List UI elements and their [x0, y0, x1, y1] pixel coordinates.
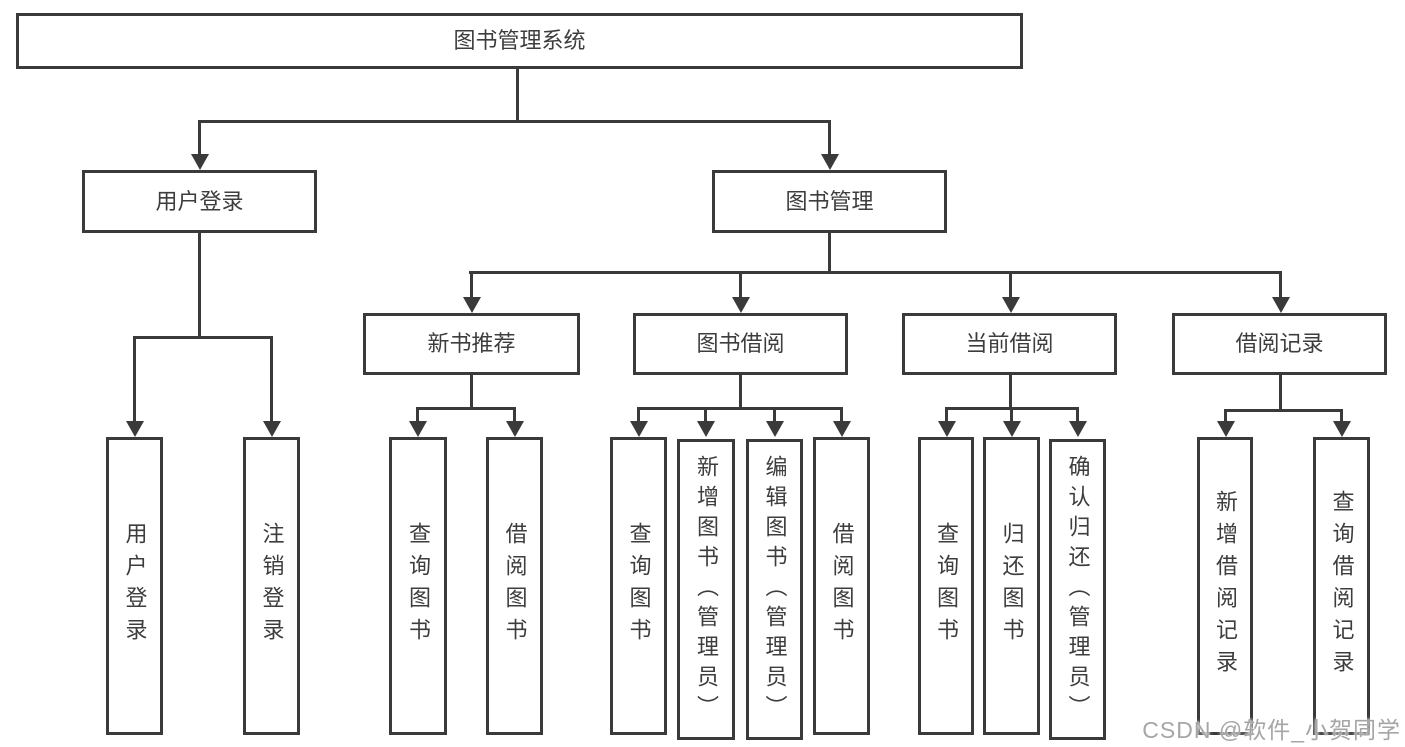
connector-line	[637, 407, 640, 421]
connector-line	[1009, 271, 1012, 300]
connector-line	[198, 120, 201, 156]
leaf-logout-label: 注销登录	[259, 522, 285, 650]
connector-line	[133, 336, 273, 339]
leaf-borrow-edit-books-admin-label: 编辑图书（管理员）	[762, 454, 788, 725]
leaf-borrow-edit-books-admin: 编辑图书（管理员）	[746, 439, 803, 740]
node-user-login-label: 用户登录	[155, 188, 244, 214]
connector-line	[945, 407, 948, 421]
connector-line	[516, 69, 519, 123]
arrow-down-icon	[1272, 297, 1290, 313]
arrow-down-icon	[938, 421, 956, 437]
leaf-current-query-books: 查询图书	[918, 437, 974, 735]
node-new-book-recommendation: 新书推荐	[363, 313, 580, 375]
arrow-down-icon	[821, 154, 839, 170]
connector-line	[704, 407, 707, 421]
leaf-borrow-add-books-admin-label: 新增图书（管理员）	[694, 454, 719, 725]
connector-line	[270, 336, 273, 421]
leaf-records-query-record: 查询借阅记录	[1313, 437, 1370, 735]
leaf-records-add-record: 新增借阅记录	[1197, 437, 1253, 735]
leaf-borrow-query-books-label: 查询图书	[626, 522, 652, 650]
connector-line	[1279, 375, 1282, 412]
node-library-management-system: 图书管理系统	[16, 13, 1023, 69]
arrow-down-icon	[1003, 421, 1021, 437]
connector-line	[513, 407, 516, 421]
arrow-down-icon	[1333, 421, 1351, 437]
connector-line	[198, 120, 831, 123]
node-book-borrowing-label: 图书借阅	[696, 331, 785, 356]
node-book-management: 图书管理	[712, 170, 947, 233]
arrow-down-icon	[630, 421, 648, 437]
leaf-newrec-query-books-label: 查询图书	[406, 522, 431, 650]
arrow-down-icon	[1217, 421, 1235, 437]
leaf-borrow-query-books: 查询图书	[610, 437, 667, 735]
connector-line	[1009, 375, 1012, 410]
arrow-down-icon	[833, 421, 851, 437]
node-user-login: 用户登录	[82, 170, 317, 233]
connector-line	[828, 120, 831, 156]
connector-line	[1224, 409, 1343, 412]
connector-line	[637, 407, 843, 410]
leaf-borrow-borrow-books: 借阅图书	[813, 437, 870, 735]
leaf-newrec-borrow-books-label: 借阅图书	[502, 522, 528, 650]
arrow-down-icon	[766, 421, 784, 437]
leaf-user-login-label: 用户登录	[122, 522, 148, 650]
node-book-borrowing: 图书借阅	[633, 313, 848, 375]
connector-line	[773, 407, 776, 421]
node-library-management-system-label: 图书管理系统	[453, 28, 586, 53]
arrow-down-icon	[697, 421, 715, 437]
leaf-user-login: 用户登录	[106, 437, 163, 735]
arrow-down-icon	[263, 421, 281, 437]
leaf-borrow-add-books-admin: 新增图书（管理员）	[677, 439, 735, 740]
node-borrowing-records-label: 借阅记录	[1235, 331, 1324, 356]
node-borrowing-records: 借阅记录	[1172, 313, 1387, 375]
leaf-current-return-books-label: 归还图书	[999, 522, 1025, 650]
connector-line	[1010, 407, 1013, 421]
arrow-down-icon	[506, 421, 524, 437]
connector-line	[739, 375, 742, 410]
node-current-borrowing-label: 当前借阅	[965, 331, 1054, 356]
node-new-book-recommendation-label: 新书推荐	[427, 331, 516, 356]
leaf-current-confirm-return-admin-label: 确认归还（管理员）	[1065, 454, 1091, 725]
connector-line	[416, 407, 419, 421]
connector-line	[198, 233, 201, 339]
leaf-borrow-borrow-books-label: 借阅图书	[829, 522, 855, 650]
arrow-down-icon	[1069, 421, 1087, 437]
connector-line	[1224, 409, 1227, 421]
arrow-down-icon	[1002, 297, 1020, 313]
leaf-records-query-record-label: 查询借阅记录	[1329, 490, 1355, 682]
connector-line	[1340, 409, 1343, 421]
node-book-management-label: 图书管理	[785, 188, 874, 214]
arrow-down-icon	[191, 154, 209, 170]
connector-line	[470, 375, 473, 410]
leaf-logout: 注销登录	[243, 437, 300, 735]
leaf-current-confirm-return-admin: 确认归还（管理员）	[1049, 439, 1106, 740]
watermark: CSDN @软件_小贺同学	[1142, 717, 1401, 743]
leaf-records-add-record-label: 新增借阅记录	[1213, 490, 1238, 682]
connector-line	[469, 271, 1282, 274]
arrow-down-icon	[409, 421, 427, 437]
connector-line	[1076, 407, 1079, 421]
connector-line	[416, 407, 516, 410]
connector-line	[1279, 271, 1282, 300]
connector-line	[739, 271, 742, 300]
connector-line	[828, 233, 831, 274]
connector-line	[470, 271, 473, 300]
leaf-newrec-borrow-books: 借阅图书	[486, 437, 543, 735]
arrow-down-icon	[126, 421, 144, 437]
leaf-current-query-books-label: 查询图书	[934, 522, 959, 650]
leaf-newrec-query-books: 查询图书	[389, 437, 447, 735]
node-current-borrowing: 当前借阅	[902, 313, 1117, 375]
connector-line	[133, 336, 136, 421]
arrow-down-icon	[463, 297, 481, 313]
arrow-down-icon	[732, 297, 750, 313]
connector-line	[840, 407, 843, 421]
leaf-current-return-books: 归还图书	[983, 437, 1040, 735]
